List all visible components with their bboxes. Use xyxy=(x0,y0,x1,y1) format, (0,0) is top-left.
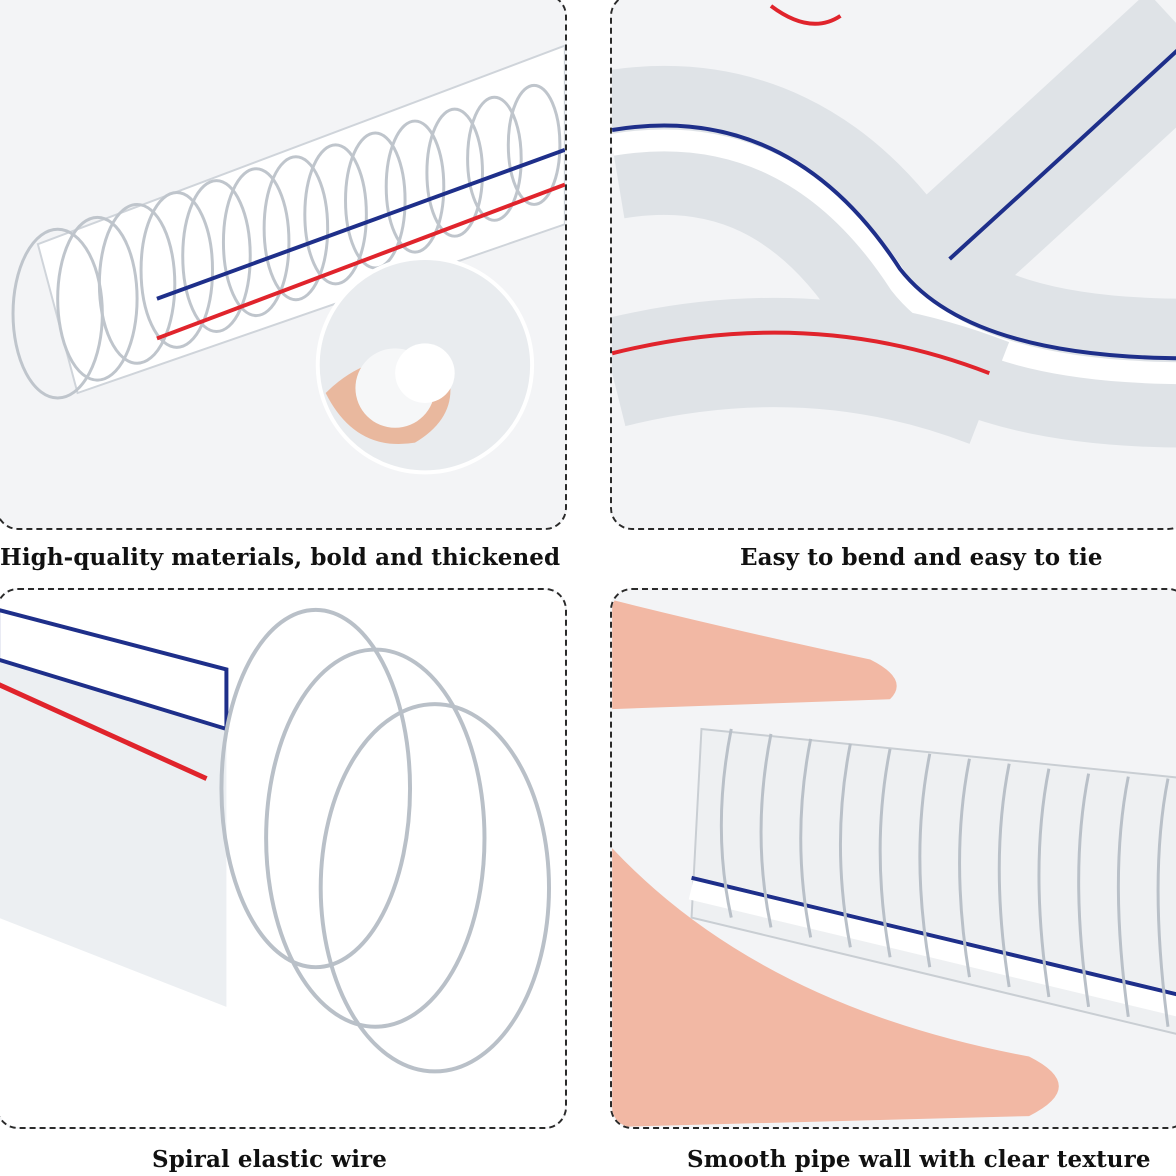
caption-spiral-wire: Spiral elastic wire xyxy=(152,1146,387,1173)
bent-hose-image xyxy=(612,0,1176,528)
hand-with-hose-image xyxy=(612,590,1176,1127)
caption-smooth-wall: Smooth pipe wall with clear texture xyxy=(687,1146,1151,1173)
panel-materials xyxy=(0,0,567,530)
panel-spiral-wire xyxy=(0,588,567,1129)
panel-smooth-wall xyxy=(610,588,1176,1129)
caption-bend: Easy to bend and easy to tie xyxy=(740,544,1103,571)
spiral-wire-image xyxy=(0,590,565,1127)
caption-materials: High-quality materials, bold and thicken… xyxy=(0,544,561,571)
panel-bend xyxy=(610,0,1176,530)
hose-with-pellets-image xyxy=(0,0,565,528)
